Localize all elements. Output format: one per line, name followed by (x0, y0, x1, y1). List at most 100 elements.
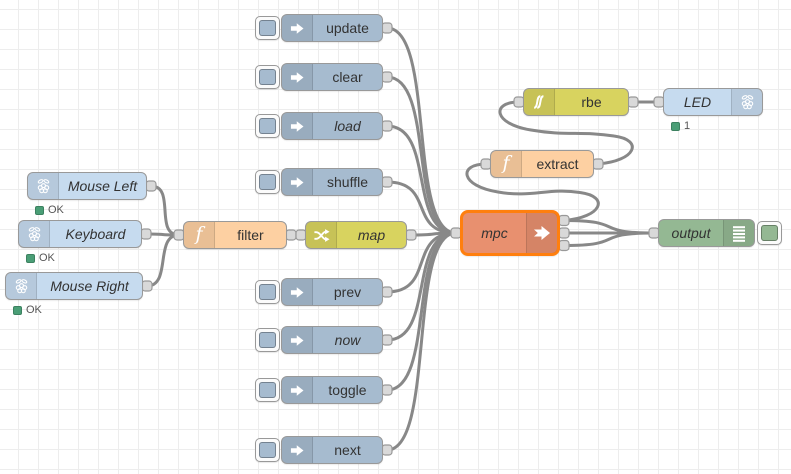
node-mouse-right[interactable]: Mouse Right (5, 272, 143, 300)
status-label: OK (48, 204, 64, 216)
wire-extract-to-rbe[interactable] (498, 100, 634, 166)
wire-toggle-to-mpc[interactable] (385, 231, 458, 392)
wire-next-to-mpc[interactable] (385, 231, 458, 452)
status-led: 1 (671, 120, 690, 132)
wire-now-to-mpc[interactable] (385, 231, 458, 342)
output-port-shuffle[interactable] (381, 176, 393, 188)
raspberry-pi-icon (19, 221, 50, 247)
node-label: filter (237, 227, 264, 243)
output-port-filter[interactable] (285, 229, 297, 241)
node-label: clear (332, 69, 363, 85)
status-dot (13, 305, 22, 315)
button-face (259, 382, 276, 398)
node-update[interactable]: update (281, 14, 383, 42)
wire-mouse-right-to-filter[interactable] (145, 233, 181, 288)
button-face (259, 20, 276, 36)
inject-arrow-icon (282, 15, 313, 41)
output-port-now[interactable] (381, 334, 393, 346)
node-label: load (334, 118, 361, 134)
output-port-next[interactable] (381, 444, 393, 456)
output-port-mpc[interactable] (558, 239, 570, 252)
node-filter[interactable]: f filter (183, 221, 287, 249)
node-label: Keyboard (65, 226, 126, 242)
node-map[interactable]: map (305, 221, 407, 249)
inject-arrow-icon (282, 327, 313, 353)
output-port-load[interactable] (381, 120, 393, 132)
node-load[interactable]: load (281, 112, 383, 140)
inject-arrow-icon (282, 64, 313, 90)
status-dot (26, 253, 35, 263)
raspberry-pi-icon (28, 173, 59, 199)
node-prev[interactable]: prev (281, 278, 383, 306)
inject-arrow-icon (282, 437, 313, 463)
node-label: output (671, 225, 711, 241)
hysteresis-icon (524, 89, 555, 115)
node-next[interactable]: next (281, 436, 383, 464)
node-keyboard[interactable]: Keyboard (18, 220, 142, 248)
inject-button-now[interactable] (255, 328, 280, 352)
node-label: toggle (328, 382, 367, 398)
output-port-mpc[interactable] (558, 214, 570, 227)
output-port-extract[interactable] (592, 158, 604, 170)
wire-load-to-mpc[interactable] (385, 124, 458, 235)
node-shuffle[interactable]: shuffle (281, 168, 383, 196)
status-label: OK (39, 252, 55, 264)
inject-button-clear[interactable] (255, 65, 280, 89)
output-port-mpc[interactable] (558, 227, 570, 239)
output-port-rbe[interactable] (627, 96, 639, 108)
output-port-mouse-right[interactable] (141, 280, 153, 292)
button-face (259, 442, 276, 458)
inject-arrow-icon (282, 113, 313, 139)
output-port-map[interactable] (405, 229, 417, 241)
node-label: mpc (481, 225, 508, 241)
status-mouse-right: OK (13, 304, 42, 316)
status-label: 1 (684, 120, 691, 132)
inject-button-shuffle[interactable] (255, 170, 280, 194)
node-label: shuffle (327, 174, 368, 190)
inject-button-prev[interactable] (255, 280, 280, 304)
wire-update-to-mpc[interactable] (385, 26, 458, 235)
node-now[interactable]: now (281, 326, 383, 354)
wire-clear-to-mpc[interactable] (385, 75, 458, 235)
inject-button-update[interactable] (255, 16, 280, 40)
wire-mpc-to-extract[interactable] (465, 162, 600, 222)
node-button-output[interactable] (757, 221, 782, 245)
raspberry-pi-icon (731, 89, 762, 115)
output-port-mouse-left[interactable] (145, 180, 157, 192)
button-face (259, 174, 276, 190)
shuffle-icon (306, 222, 337, 248)
node-toggle[interactable]: toggle (281, 376, 383, 404)
node-label: now (334, 332, 361, 348)
node-label: map (357, 227, 386, 243)
status-dot (671, 121, 680, 131)
wire-shuffle-to-mpc[interactable] (385, 180, 458, 235)
wire-mouse-left-to-filter[interactable] (149, 184, 181, 237)
node-clear[interactable]: clear (281, 63, 383, 91)
output-port-keyboard[interactable] (140, 228, 152, 240)
node-label: update (326, 20, 369, 36)
output-port-clear[interactable] (381, 71, 393, 83)
output-port-update[interactable] (381, 22, 393, 34)
inject-arrow-icon (282, 169, 313, 195)
node-label: extract (536, 156, 579, 172)
node-led[interactable]: LED (663, 88, 763, 116)
node-rbe[interactable]: rbe (523, 88, 629, 116)
wire-mpc-to-output[interactable] (562, 219, 656, 235)
node-extract[interactable]: f extract (490, 150, 594, 178)
output-port-prev[interactable] (381, 286, 393, 298)
button-face (259, 332, 276, 348)
inject-arrow-icon (282, 377, 313, 403)
node-mpc[interactable]: mpc (460, 210, 560, 256)
status-dot (35, 205, 44, 215)
inject-button-next[interactable] (255, 438, 280, 462)
node-output[interactable]: output (658, 219, 755, 247)
inject-button-load[interactable] (255, 114, 280, 138)
node-mouse-left[interactable]: Mouse Left (27, 172, 147, 200)
status-label: OK (26, 304, 42, 316)
output-port-toggle[interactable] (381, 384, 393, 396)
node-label: rbe (581, 94, 602, 110)
wire-mpc-to-output[interactable] (562, 231, 656, 247)
inject-button-toggle[interactable] (255, 378, 280, 402)
